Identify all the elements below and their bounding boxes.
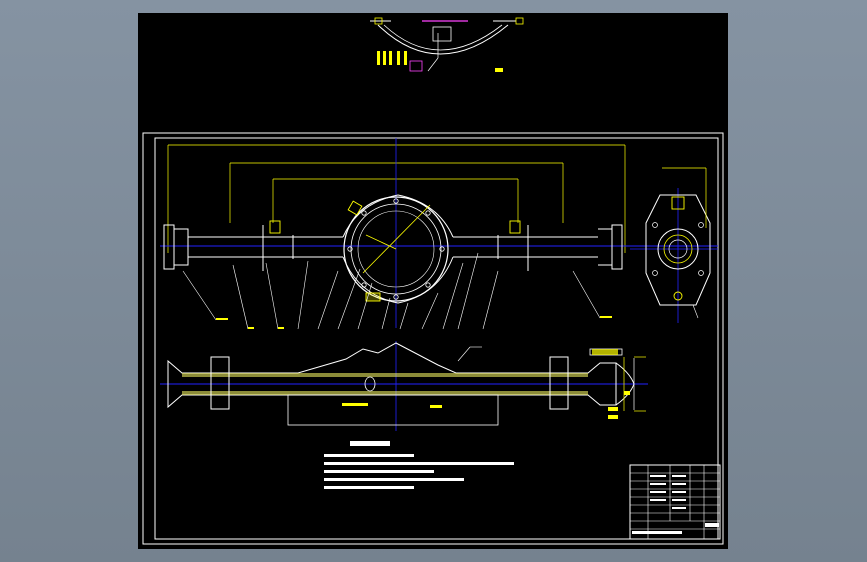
technical-notes: [324, 454, 514, 489]
drawing-frame: [142, 132, 724, 545]
rear-cover-detail: [370, 17, 524, 72]
axle-housing-plan-view: [160, 138, 718, 330]
axle-housing-side-view: [630, 167, 718, 323]
axle-housing-section-view: [160, 341, 648, 446]
title-block: [629, 464, 721, 540]
drawing-sheet: [138, 13, 728, 549]
drawing-canvas: [142, 17, 724, 545]
